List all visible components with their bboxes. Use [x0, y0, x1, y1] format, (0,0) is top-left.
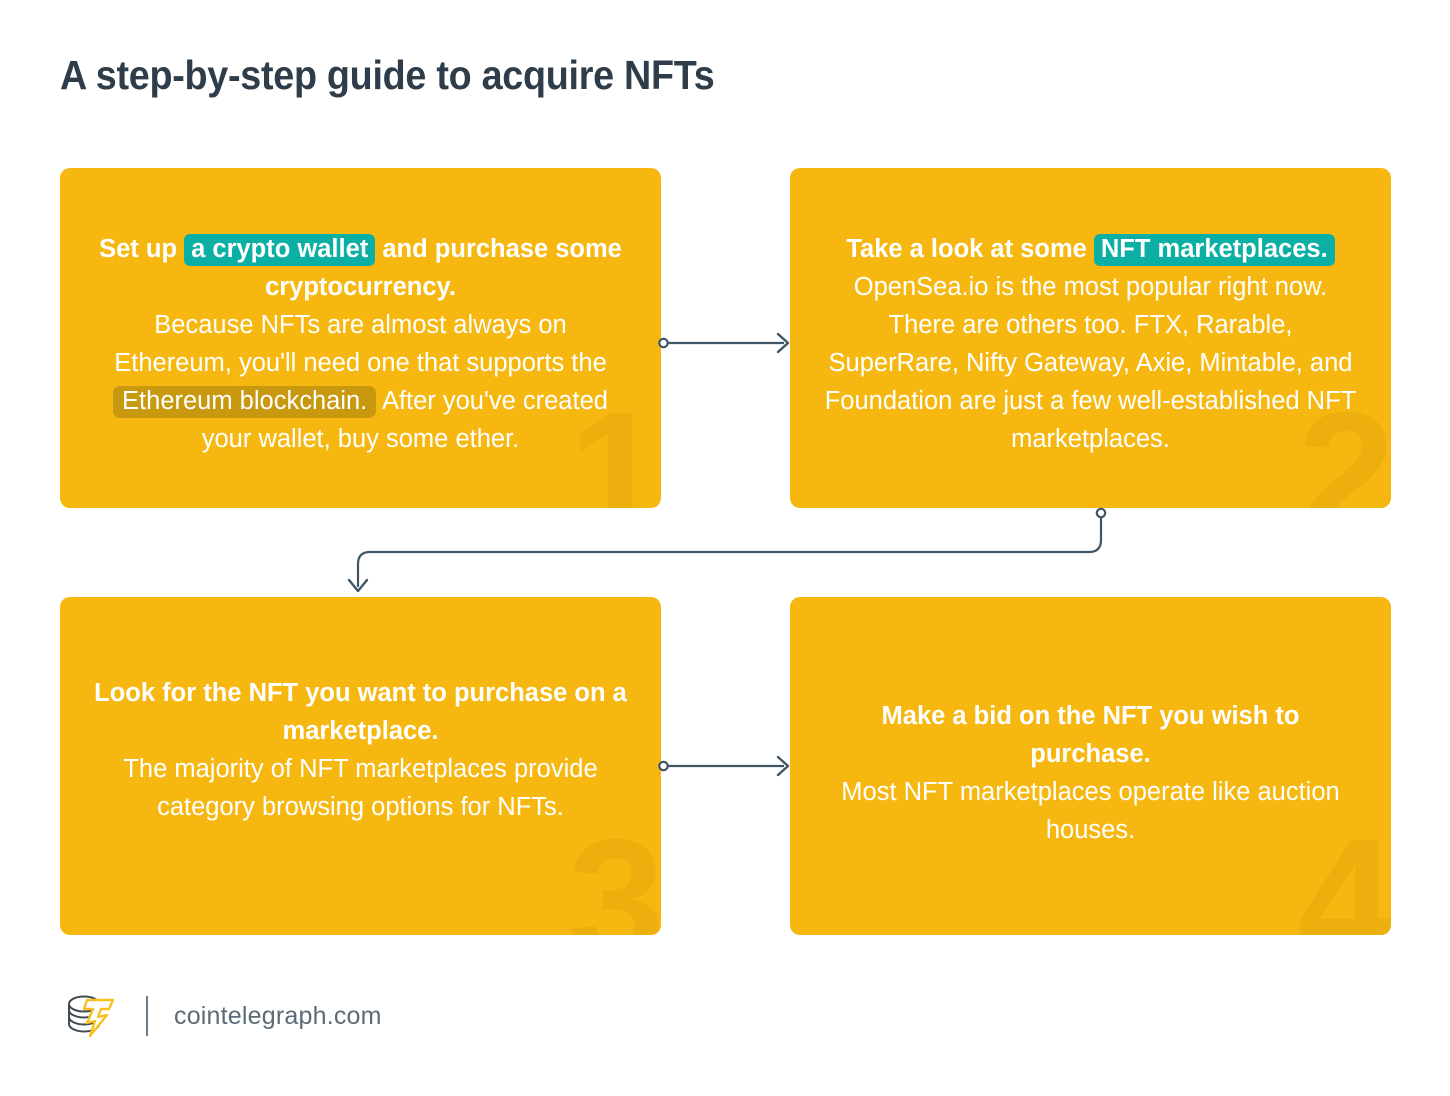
- step-2-body-1: OpenSea.io is the most popular right now…: [824, 273, 1357, 453]
- step-3-lead: Look for the NFT you want to purchase on…: [94, 679, 627, 745]
- step-2-lead-before: Take a look at some: [846, 235, 1094, 263]
- step-1-lead-after: and purchase some cryptocurrency.: [265, 235, 622, 301]
- step-card-2: 2 Take a look at some NFT marketplaces. …: [790, 168, 1391, 508]
- step-number-watermark-3: 3: [567, 804, 661, 935]
- step-card-1-text: Set up a crypto wallet and purchase some…: [60, 230, 661, 458]
- cointelegraph-logo-icon: [68, 995, 115, 1038]
- step-card-4: 4 Make a bid on the NFT you wish to purc…: [790, 597, 1391, 935]
- step-1-body-highlight: Ethereum blockchain.: [113, 386, 377, 418]
- step-card-2-text: Take a look at some NFT marketplaces. Op…: [790, 230, 1391, 458]
- footer: cointelegraph.com: [62, 988, 382, 1044]
- connector-step2-to-step3: [347, 507, 1107, 593]
- step-1-body-2: After you've created your wallet, buy so…: [201, 387, 608, 453]
- connector-step3-to-step4: [658, 755, 790, 777]
- step-card-4-text: Make a bid on the NFT you wish to purcha…: [790, 697, 1391, 849]
- step-card-1: 1 Set up a crypto wallet and purchase so…: [60, 168, 661, 508]
- footer-divider: [146, 996, 148, 1036]
- step-1-body-1: Because NFTs are almost always on Ethere…: [114, 311, 607, 377]
- footer-site-label: cointelegraph.com: [174, 1001, 382, 1030]
- step-card-3: 3 Look for the NFT you want to purchase …: [60, 597, 661, 935]
- step-2-lead-highlight: NFT marketplaces.: [1093, 234, 1335, 266]
- step-3-body-1: The majority of NFT marketplaces provide…: [123, 755, 598, 821]
- step-1-lead-before: Set up: [99, 235, 185, 263]
- step-card-3-text: Look for the NFT you want to purchase on…: [60, 674, 661, 826]
- step-4-lead: Make a bid on the NFT you wish to purcha…: [881, 702, 1300, 768]
- step-4-body-1: Most NFT marketplaces operate like aucti…: [841, 778, 1340, 844]
- step-1-lead-highlight: a crypto wallet: [184, 234, 376, 266]
- page-title: A step-by-step guide to acquire NFTs: [60, 52, 715, 98]
- connector-step1-to-step2: [658, 332, 790, 354]
